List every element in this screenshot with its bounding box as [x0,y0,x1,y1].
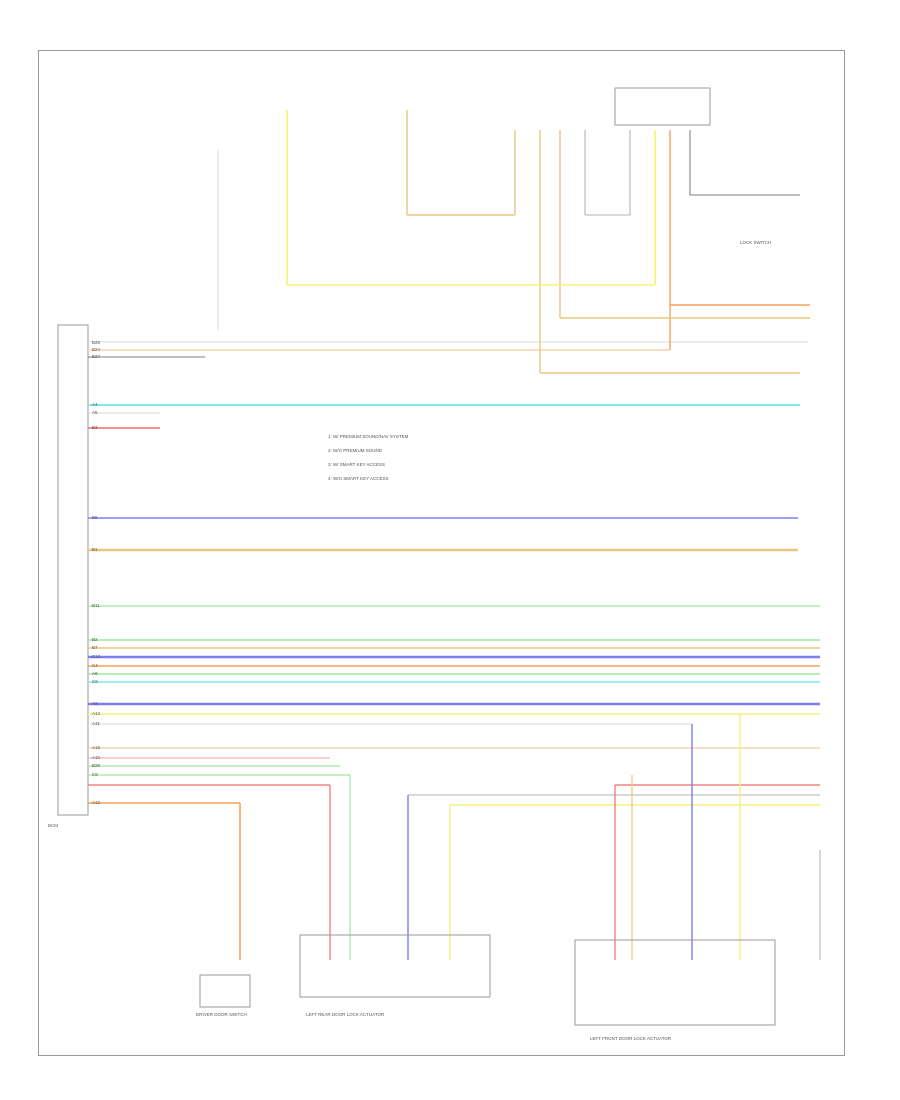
legend-item-3: 3: W/ SMART KEY ACCESS [328,462,386,467]
legend-item-2: 2: W/O PREMIUM SOUND [328,448,383,453]
pin-label-a31: A31 [92,721,101,726]
legend-item-1: 1: W/ PREMIUM SOUND/NAV SYSTEM [328,434,409,439]
pin-label-b9: B9 [92,515,98,520]
pin-label-a10: A10 [92,755,101,760]
pin-label-a8: A8 [92,671,98,676]
left-rear-lock-actuator-box [299,934,491,998]
wire-group-main [88,341,820,804]
pin-label-b24: B24 [92,347,101,352]
pin-label-b27: B27 [92,354,101,359]
pin-label-b25: B25 [92,340,101,345]
wire-group-right [217,110,810,374]
pin-label-a5: A5 [92,410,98,415]
pin-label-b11: B11 [92,603,100,608]
pin-label-c12: C12 [92,654,101,659]
diagram-frame [38,50,845,1056]
pin-label-a9: A9 [92,701,98,706]
label-left-front-lock-actuator: LEFT FRONT DOOR LOCK ACTUATOR [590,1036,672,1041]
pin-label-c8: C8 [92,772,98,777]
pin-label-c4: C4 [92,663,98,668]
pin-label-a18: A18 [92,745,101,750]
label-left-rear-lock-actuator: LEFT REAR DOOR LOCK ACTUATOR [306,1012,385,1017]
pin-label-b2: B2 [92,637,98,642]
legend-item-4: 4: W/O SMART KEY ACCESS [328,476,389,481]
pin-label-b7: B7 [92,645,98,650]
label-lock-switch: LOCK SWITCH [740,240,772,245]
left-front-lock-actuator-box [574,939,776,1026]
pin-label-a12: A12 [92,800,101,805]
pin-label-b1: B1 [92,547,98,552]
driver-door-switch-box [199,974,251,1008]
label-bcm: BCM [48,823,58,828]
bcm-connector-block [57,324,89,816]
pin-label-a13: A13 [92,711,101,716]
top-right-module [614,87,711,126]
pin-label-c6: C6 [92,679,98,684]
pin-label-b20: B20 [92,763,101,768]
label-driver-door-switch: DRIVER DOOR SWITCH [196,1012,247,1017]
wire-group-bottom [239,714,821,960]
pin-label-a4: A4 [92,402,98,407]
pin-label-b3: B3 [92,425,98,430]
